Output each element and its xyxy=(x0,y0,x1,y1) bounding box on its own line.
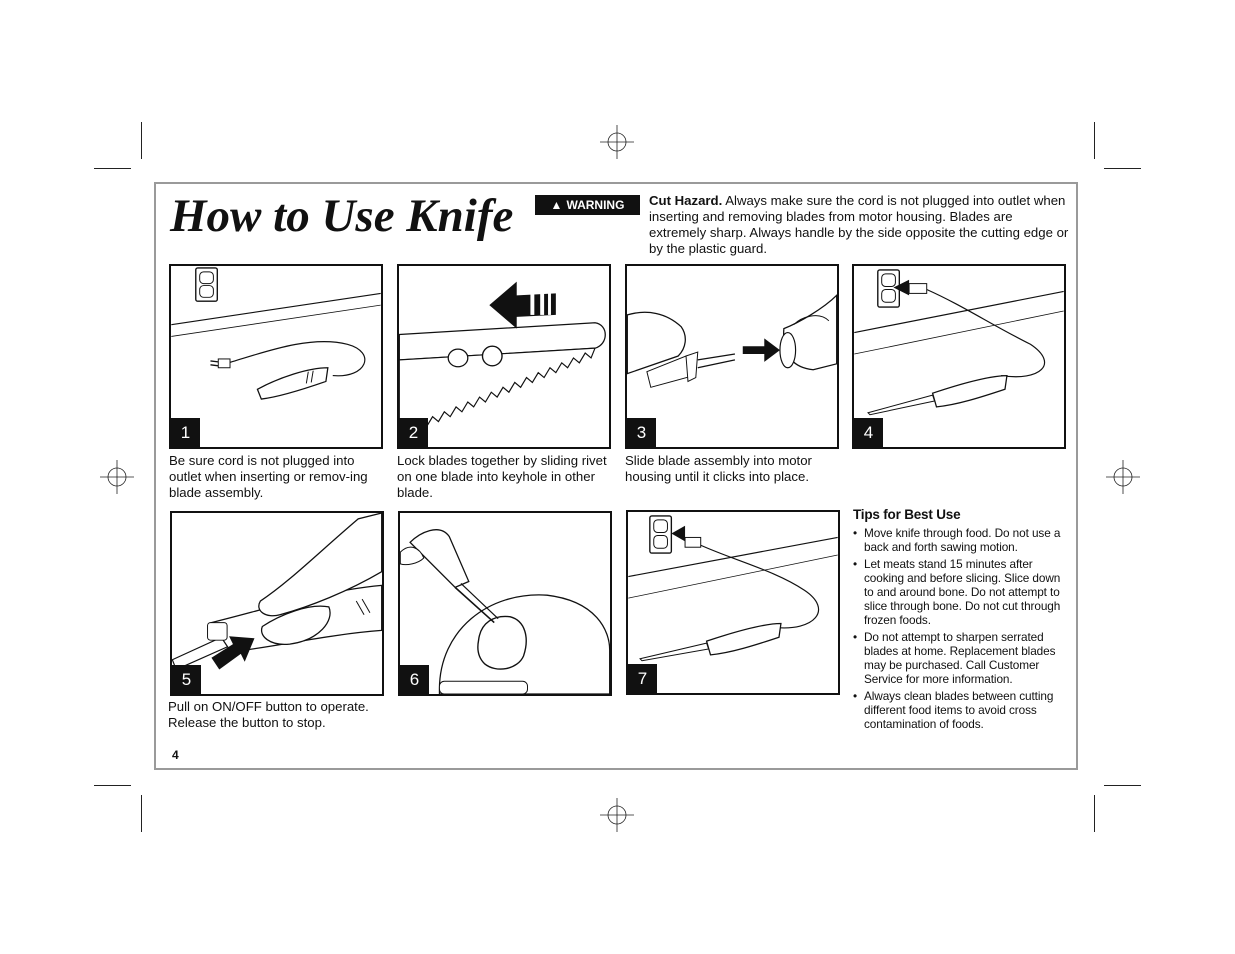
step-caption-2: Lock blades together by sliding rivet on… xyxy=(397,453,611,501)
tips-list: Move knife through food. Do not use a ba… xyxy=(853,526,1073,734)
crop-mark xyxy=(94,168,131,169)
registration-mark-icon xyxy=(600,125,634,159)
crop-mark xyxy=(1104,785,1141,786)
step-number: 2 xyxy=(399,418,428,447)
warning-text: Cut Hazard. Always make sure the cord is… xyxy=(649,193,1071,257)
insert-blade-illustration xyxy=(627,266,837,447)
unplug-illustration xyxy=(628,512,838,693)
crop-mark xyxy=(141,795,142,832)
step-number: 5 xyxy=(172,665,201,694)
warning-badge-label: WARNING xyxy=(566,198,624,212)
registration-mark-icon xyxy=(1106,460,1140,494)
unplugged-knife-illustration xyxy=(171,266,381,447)
step-panel-4: 4 xyxy=(852,264,1066,449)
crop-mark xyxy=(1094,122,1095,159)
tip-item: Always clean blades between cutting diff… xyxy=(853,689,1073,731)
step-panel-7: 7 xyxy=(626,510,840,695)
tips-title: Tips for Best Use xyxy=(853,507,960,522)
step-number: 4 xyxy=(854,418,883,447)
step-panel-5: 5 xyxy=(170,511,384,696)
crop-mark xyxy=(141,122,142,159)
press-button-illustration xyxy=(172,513,382,694)
warning-badge: ▲WARNING xyxy=(535,195,640,215)
step-number: 1 xyxy=(171,418,200,447)
crop-mark xyxy=(1094,795,1095,832)
registration-mark-icon xyxy=(100,460,134,494)
step-panel-6: 6 xyxy=(398,511,612,696)
crop-mark xyxy=(94,785,131,786)
step-caption-3: Slide blade assembly into motor housing … xyxy=(625,453,839,485)
step-panel-2: 2 xyxy=(397,264,611,449)
blade-lock-illustration xyxy=(399,266,609,447)
step-panel-1: 1 xyxy=(169,264,383,449)
plug-in-illustration xyxy=(854,266,1064,447)
page-number: 4 xyxy=(172,748,179,762)
registration-mark-icon xyxy=(600,798,634,832)
step-caption-1: Be sure cord is not plugged into outlet … xyxy=(169,453,383,501)
tip-item: Let meats stand 15 minutes after cooking… xyxy=(853,557,1073,627)
carving-illustration xyxy=(400,513,610,694)
tip-item: Move knife through food. Do not use a ba… xyxy=(853,526,1073,554)
step-panel-3: 3 xyxy=(625,264,839,449)
crop-mark xyxy=(1104,168,1141,169)
tip-item: Do not attempt to sharpen serrated blade… xyxy=(853,630,1073,686)
warning-lead: Cut Hazard. xyxy=(649,193,722,208)
step-number: 7 xyxy=(628,664,657,693)
page-title: How to Use Knife xyxy=(170,186,513,246)
warning-triangle-icon: ▲ xyxy=(551,195,563,215)
step-number: 3 xyxy=(627,418,656,447)
step-number: 6 xyxy=(400,665,429,694)
step-caption-5: Pull on ON/OFF button to operate. Releas… xyxy=(168,699,382,731)
